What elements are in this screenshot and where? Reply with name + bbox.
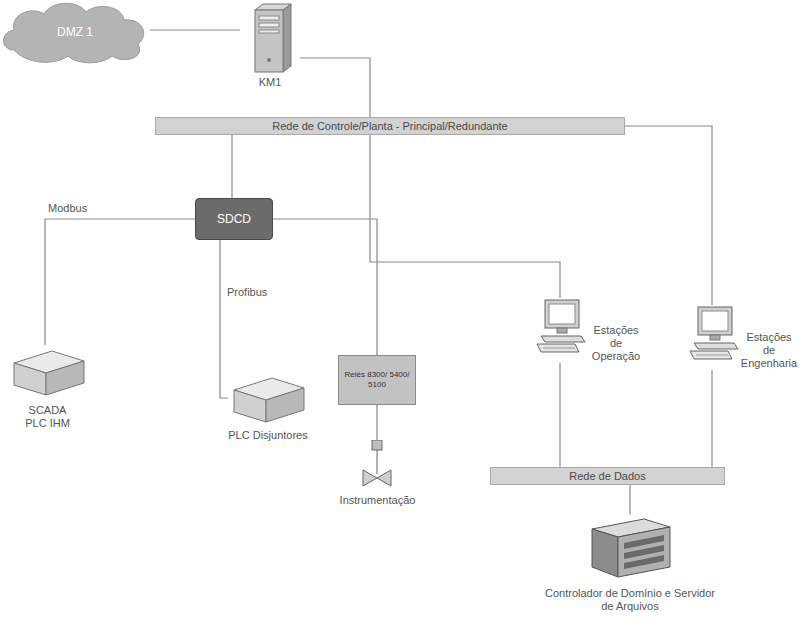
network-link [300,58,370,117]
node-label: SDCD [217,213,251,226]
network-link [559,363,560,467]
valve-symbol [335,440,420,490]
network-link [629,485,630,515]
node-label: Estações de Engenharia [740,331,798,370]
server-node: Controlador de Domínio e Servidor de Arq… [545,515,715,613]
device-node: PLC Disjuntores [228,372,308,442]
controller-box: SDCD [195,198,273,240]
node-label: DMZ 1 [0,26,150,39]
node-label: Instrumentação [335,494,420,507]
network-link [150,29,240,30]
instrument-node: Instrumentação [335,440,420,507]
node-label: Relés 8300/ 5400/ 5100 [342,370,412,390]
node-label: KM1 [240,76,300,89]
network-link [370,135,560,298]
network-band: Rede de Dados [490,467,725,485]
workstation-node: Estações de Engenharia [688,305,800,370]
relay-box: Relés 8300/ 5400/ 5100 [338,355,416,405]
computer-icon [688,305,740,361]
network-link [231,135,232,198]
node-label: Rede de Controle/Planta - Principal/Redu… [272,120,507,133]
network-band: Rede de Controle/Planta - Principal/Redu… [155,117,625,135]
node-label: Controlador de Domínio e Servidor de Arq… [545,587,715,613]
device-node: SCADA PLC IHM [5,345,90,430]
node-label: PLC Disjuntores [228,429,308,442]
protocol-label: Modbus [46,202,89,214]
node-label: SCADA PLC IHM [25,404,71,430]
network-link [625,126,712,305]
rack-server [584,515,676,581]
network-link [273,219,377,355]
device-box [8,345,88,400]
cloud-node: DMZ 1 [0,0,150,65]
network-link [711,370,712,467]
network-link [220,240,228,398]
workstation-node: Estações de Operação [535,298,650,363]
computer-icon [535,298,587,354]
server-node: KM1 [240,2,300,89]
network-link [45,219,195,345]
protocol-label: Profibus [225,286,269,298]
server-tower [243,2,298,74]
device-box [228,372,308,427]
node-label: Estações de Operação [587,324,645,363]
network-link [376,405,377,440]
node-label: Rede de Dados [569,470,645,483]
